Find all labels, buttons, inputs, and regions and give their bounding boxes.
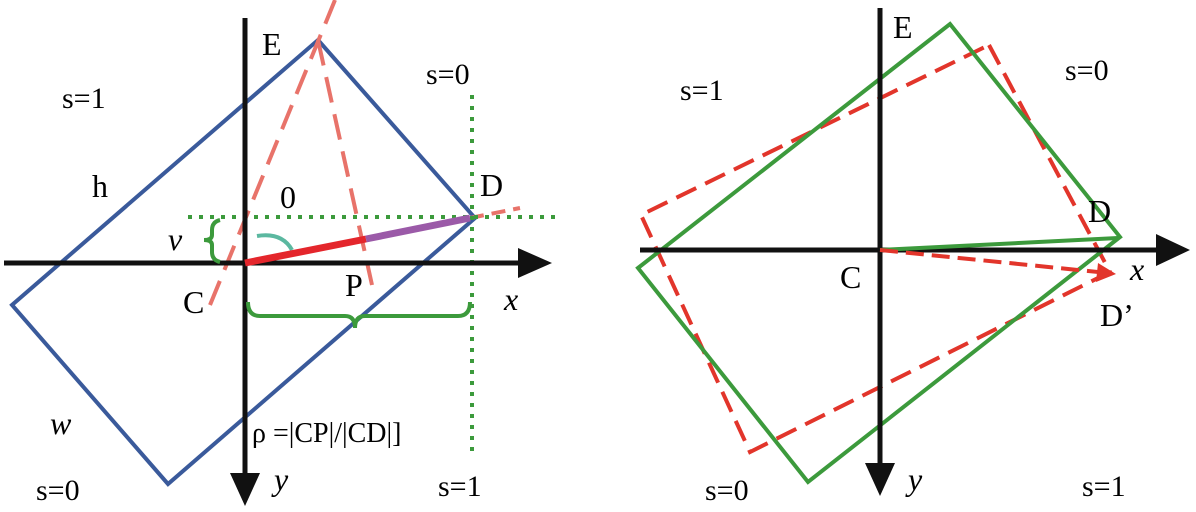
right-label-s-bottom-left: s=0 bbox=[705, 474, 749, 507]
left-angle-arc bbox=[256, 233, 294, 252]
left-dashed-red-line-D-extension bbox=[469, 206, 521, 220]
left-panel: E D C P x y h w v 0 s=1 s=0 s=0 s=1 ρ =|… bbox=[4, 0, 555, 507]
left-brace-v bbox=[203, 218, 221, 264]
right-label-y: y bbox=[905, 461, 923, 497]
left-label-s-bottom-right: s=1 bbox=[438, 470, 482, 503]
right-label-E: E bbox=[893, 9, 913, 45]
left-label-s-top-left: s=1 bbox=[62, 82, 106, 115]
left-segment-CP bbox=[244, 235, 367, 267]
left-blue-rectangle bbox=[9, 37, 478, 487]
right-panel: E D D’ C x y s=1 s=0 s=0 s=1 bbox=[635, 8, 1190, 507]
left-label-C: C bbox=[183, 284, 204, 320]
left-brace-horizontal bbox=[246, 301, 472, 329]
right-label-D-prime: D’ bbox=[1100, 297, 1134, 333]
left-label-P: P bbox=[345, 267, 363, 303]
right-label-C: C bbox=[840, 259, 861, 295]
left-label-D: D bbox=[480, 167, 503, 203]
right-segment-CD-prime-arrow bbox=[1096, 263, 1116, 282]
left-label-rho-formula: ρ =|CP|/|CD|] bbox=[252, 418, 401, 449]
right-label-D: D bbox=[1088, 193, 1111, 229]
left-label-w: w bbox=[50, 405, 72, 441]
left-label-x: x bbox=[503, 281, 518, 317]
right-red-dashed-rectangle bbox=[638, 42, 1113, 455]
left-dashed-red-line-E-to-P bbox=[316, 39, 374, 286]
left-label-s-top-right: s=0 bbox=[426, 58, 470, 91]
left-dashed-red-line-through-E bbox=[208, 0, 337, 306]
right-y-axis-arrow bbox=[865, 463, 895, 496]
right-label-s-top-right: s=0 bbox=[1065, 54, 1109, 87]
left-label-v: v bbox=[168, 221, 183, 257]
right-segment-CD-prime bbox=[879, 248, 1109, 275]
left-label-s-bottom-left: s=0 bbox=[36, 474, 80, 507]
right-segment-CD bbox=[879, 236, 1119, 252]
left-y-axis-arrow bbox=[230, 473, 260, 506]
right-label-x: x bbox=[1129, 251, 1144, 287]
right-label-s-bottom-right: s=1 bbox=[1082, 470, 1126, 503]
left-segment-PD bbox=[365, 214, 471, 243]
right-green-rectangle bbox=[635, 21, 1123, 485]
right-label-s-top-left: s=1 bbox=[680, 74, 724, 107]
left-label-h: h bbox=[92, 168, 108, 204]
left-label-y: y bbox=[271, 461, 289, 497]
left-label-E: E bbox=[262, 26, 282, 62]
left-label-zero: 0 bbox=[280, 179, 296, 215]
right-x-axis-arrow bbox=[1156, 234, 1190, 266]
left-x-axis-arrow bbox=[518, 248, 552, 278]
